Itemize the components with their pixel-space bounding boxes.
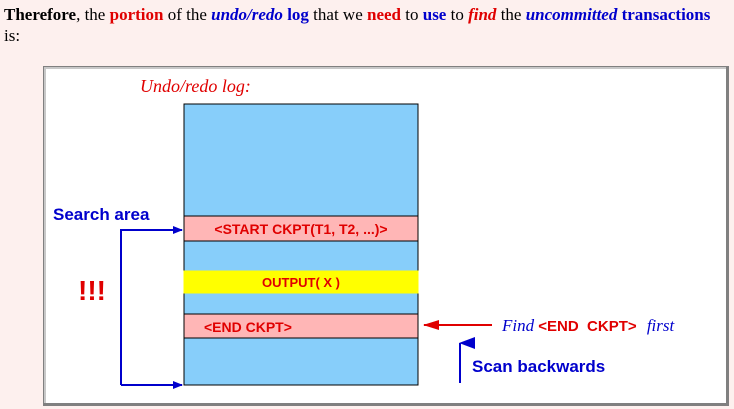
intro-text-1: , the (76, 5, 110, 24)
diagram-frame: Undo/redo log: <START CKPT(T1, T2, ...)>… (43, 66, 729, 406)
intro-need: need (367, 5, 401, 24)
log-column (183, 103, 419, 386)
output-row (183, 270, 419, 294)
intro-use: use (422, 5, 447, 24)
output-label: OUTPUT( X ) (262, 275, 340, 290)
end-ckpt-label: <END CKPT> (204, 319, 292, 335)
find-end-ckpt-text: <END CKPT> (534, 318, 641, 335)
end-ckpt-row (183, 313, 419, 339)
intro-text-7: the (496, 5, 526, 24)
intro-text-5: to (401, 5, 423, 24)
find-word: Find (501, 316, 535, 335)
log-title: Undo/redo log: (140, 76, 251, 96)
intro-text: Therefore, the portion of the undo/redo … (4, 4, 730, 46)
intro-portion: portion (109, 5, 164, 24)
scan-backwards-label: Scan backwards (472, 357, 605, 376)
find-first-word: first (647, 316, 676, 335)
exclamation-marks: !!! (78, 275, 106, 306)
intro-text-2: of the (163, 5, 212, 24)
intro-find: find (468, 5, 497, 24)
search-area-top-arrow (120, 226, 183, 385)
intro-text-4: that we (308, 5, 367, 24)
intro-undo-redo: undo/redo (211, 5, 283, 24)
log-diagram: Undo/redo log: <START CKPT(T1, T2, ...)>… (53, 76, 675, 389)
find-end-ckpt-label: Find <END CKPT> first (501, 316, 675, 335)
intro-therefore: Therefore (4, 5, 77, 24)
intro-text-9: is: (4, 26, 21, 45)
start-ckpt-label: <START CKPT(T1, T2, ...)> (214, 221, 387, 237)
intro-transactions: transactions (621, 5, 711, 24)
search-area-label: Search area (53, 205, 150, 224)
intro-log: log (287, 5, 309, 24)
intro-text-6: to (446, 5, 469, 24)
intro-uncommitted: uncommitted (525, 5, 618, 24)
start-ckpt-row (183, 215, 419, 242)
